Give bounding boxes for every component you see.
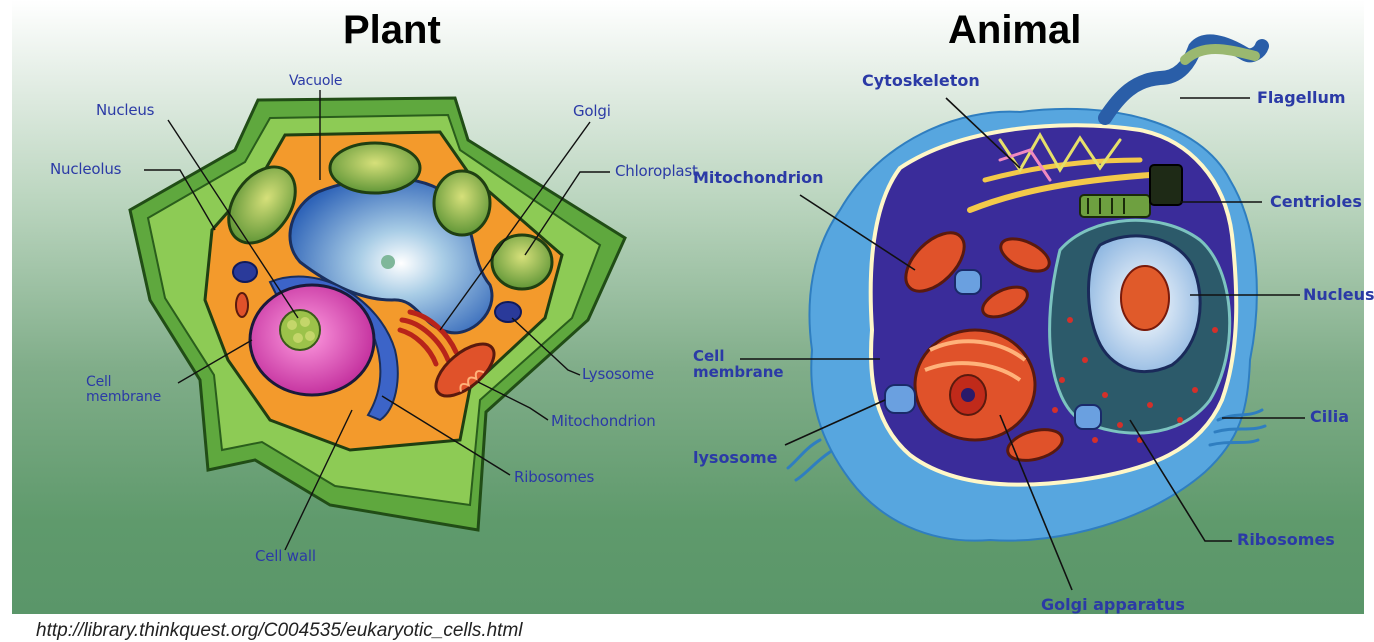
animal-label-flagellum: Flagellum [1257, 90, 1346, 107]
animal-label-mitochondrion: Mitochondrion [693, 170, 824, 187]
plant-title: Plant [343, 10, 441, 50]
plant-chloroplast [492, 235, 552, 289]
plant-label-nucleus: Nucleus [96, 103, 154, 119]
plant-label-ribosomes: Ribosomes [514, 470, 594, 486]
animal-label-cilia: Cilia [1310, 409, 1349, 426]
animal-label-cell-membrane: Cell membrane [693, 349, 784, 381]
animal-label-nucleus: Nucleus [1303, 287, 1374, 304]
plant-label-vacuole: Vacuole [289, 74, 342, 89]
plant-cell [130, 98, 625, 530]
plant-chloroplast [330, 143, 420, 193]
animal-label-ribosomes: Ribosomes [1237, 532, 1335, 549]
plant-label-golgi: Golgi [573, 104, 611, 120]
animal-golgi-apparatus [915, 330, 1035, 440]
plant-lysosome [233, 262, 257, 282]
animal-label-golgi-apparatus: Golgi apparatus [1041, 597, 1185, 614]
plant-label-cell-membrane: Cell membrane [86, 375, 161, 404]
plant-label-cell-wall: Cell wall [255, 549, 316, 565]
animal-label-cytoskeleton: Cytoskeleton [862, 73, 980, 90]
plant-label-nucleolus: Nucleolus [50, 162, 121, 178]
plant-nucleolus [280, 310, 320, 350]
animal-cell [788, 41, 1265, 540]
animal-nucleolus [1121, 266, 1169, 330]
plant-chloroplast [434, 171, 490, 235]
animal-title: Animal [948, 10, 1081, 50]
plant-label-mitochondrion: Mitochondrion [551, 414, 656, 430]
plant-lysosome [495, 302, 521, 322]
source-url: http://library.thinkquest.org/C004535/eu… [36, 620, 523, 642]
animal-label-lysosome: lysosome [693, 450, 777, 467]
plant-label-chloroplast: Chloroplast [615, 164, 698, 180]
animal-label-centrioles: Centrioles [1270, 194, 1362, 211]
plant-label-lysosome: Lysosome [582, 367, 654, 383]
